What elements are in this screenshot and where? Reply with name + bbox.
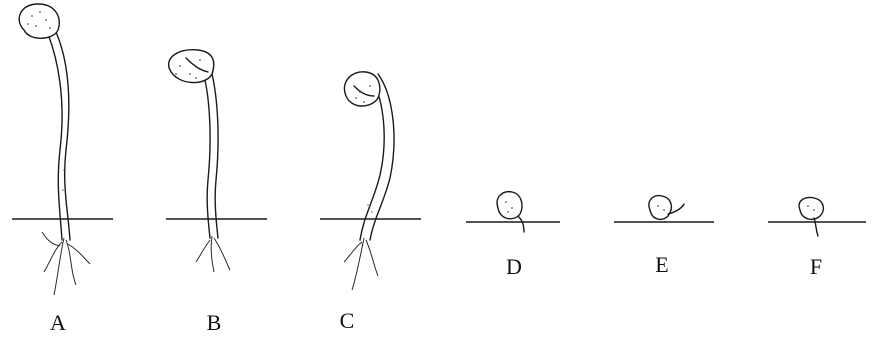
- label-f: F: [810, 256, 822, 278]
- label-e: E: [655, 254, 668, 276]
- label-d: D: [506, 256, 522, 278]
- radicle-d: [518, 216, 524, 232]
- seedling-b: [166, 50, 267, 272]
- roots-a: [42, 232, 90, 295]
- seedling-e: [614, 196, 714, 222]
- roots-b: [196, 236, 230, 272]
- roots-c: [344, 238, 378, 290]
- seed-c: [344, 72, 379, 106]
- radicle-f: [814, 218, 818, 236]
- seedling-c: [320, 72, 421, 290]
- label-a: A: [50, 312, 66, 334]
- seed-f: [799, 198, 823, 220]
- seed-d: [497, 192, 522, 219]
- seedling-f: [768, 198, 866, 237]
- seedling-a: [12, 4, 113, 295]
- label-b: B: [207, 312, 222, 334]
- stem-a: [48, 32, 70, 240]
- stem-b: [204, 74, 218, 238]
- seed-b: [169, 50, 214, 83]
- label-c: C: [340, 310, 355, 332]
- seed-e: [649, 196, 671, 220]
- seedling-d: [466, 192, 560, 232]
- seed-a: [19, 4, 59, 38]
